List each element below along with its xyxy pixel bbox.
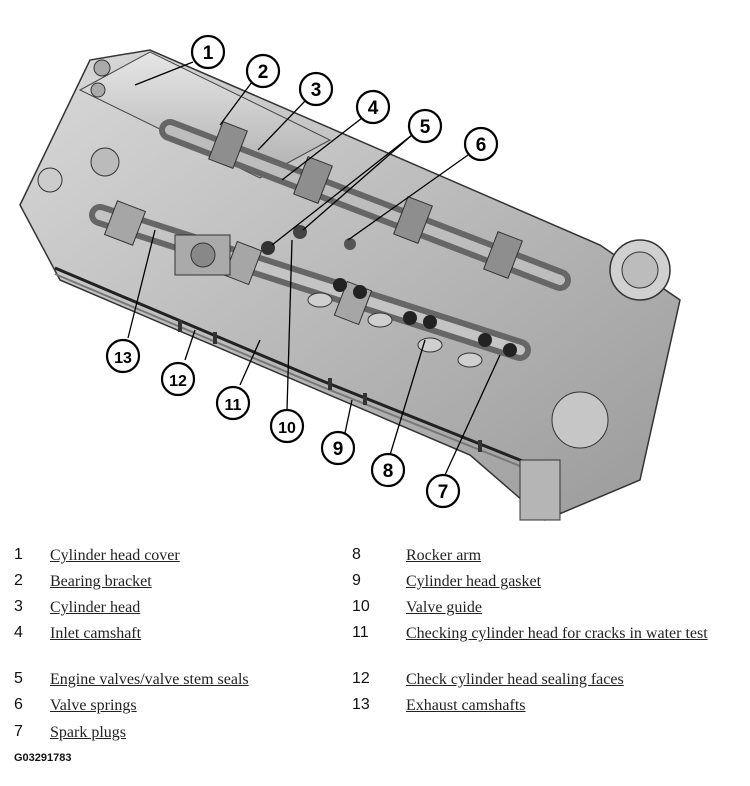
callout-5-number: 5 [420,117,431,138]
engine-drawing [19,49,681,521]
callout-7: 7 [425,473,461,509]
legend-number: 12 [352,670,370,687]
legend-link-spark-plugs[interactable]: Spark plugs [50,724,126,741]
cylinder-head-illustration: 1 2 3 4 5 6 7 8 9 10 11 12 13 [19,34,681,521]
leader-lines [127,61,501,476]
legend-number: 3 [14,598,23,615]
legend-number: 1 [14,546,23,563]
callout-10: 10 [269,408,305,444]
callout-9: 9 [320,430,356,466]
legend-number: 2 [14,572,23,589]
legend-number: 5 [14,670,23,687]
legend-link-engine-valves[interactable]: Engine valves/valve stem seals [50,671,249,688]
legend-number: 4 [14,624,23,641]
callout-11: 11 [215,385,251,421]
legend-number: 9 [352,572,361,589]
callout-8-number: 8 [383,461,394,482]
callout-3: 3 [298,71,334,107]
callout-4-number: 4 [368,98,379,119]
callout-3-number: 3 [311,80,322,101]
legend-number: 11 [352,624,369,641]
callout-13-number: 13 [114,350,132,367]
legend-number: 8 [352,546,361,563]
callout-7-number: 7 [438,482,449,503]
callout-2-number: 2 [258,62,269,83]
callout-1-number: 1 [203,43,214,64]
callout-9-number: 9 [333,439,344,460]
legend-link-cylinder-head-gasket[interactable]: Cylinder head gasket [406,573,542,590]
legend-link-inlet-camshaft[interactable]: Inlet camshaft [50,625,142,642]
callout-13: 13 [105,338,141,374]
callout-10-number: 10 [278,420,296,437]
callout-6-number: 6 [476,135,487,156]
callout-1: 1 [190,34,226,70]
figure-code: G03291783 [14,752,72,764]
legend-link-bearing-bracket[interactable]: Bearing bracket [50,573,152,590]
callout-12: 12 [160,361,196,397]
legend-link-exhaust-camshafts[interactable]: Exhaust camshafts [406,697,526,714]
callout-4: 4 [355,89,391,125]
callout-6: 6 [463,126,499,162]
callouts: 1 2 3 4 5 6 7 8 9 10 11 12 13 [105,34,499,509]
legend: 1 Cylinder head cover 2 Bearing bracket … [0,540,750,760]
legend-number: 13 [352,696,370,713]
callout-11-number: 11 [225,397,242,414]
legend-number: 7 [14,723,23,740]
legend-link-valve-springs[interactable]: Valve springs [50,697,137,714]
callout-5: 5 [407,108,443,144]
legend-link-checking-cylinder-head-cracks[interactable]: Checking cylinder head for cracks in wat… [406,625,708,642]
callout-12-number: 12 [169,373,187,390]
legend-link-rocker-arm[interactable]: Rocker arm [406,547,482,564]
legend-link-cylinder-head-cover[interactable]: Cylinder head cover [50,547,180,564]
legend-number: 6 [14,696,23,713]
callout-2: 2 [245,53,281,89]
legend-number: 10 [352,598,370,615]
legend-link-valve-guide[interactable]: Valve guide [406,599,482,616]
callout-8: 8 [370,452,406,488]
legend-link-check-sealing-faces[interactable]: Check cylinder head sealing faces [406,671,624,688]
legend-link-cylinder-head[interactable]: Cylinder head [50,599,141,616]
